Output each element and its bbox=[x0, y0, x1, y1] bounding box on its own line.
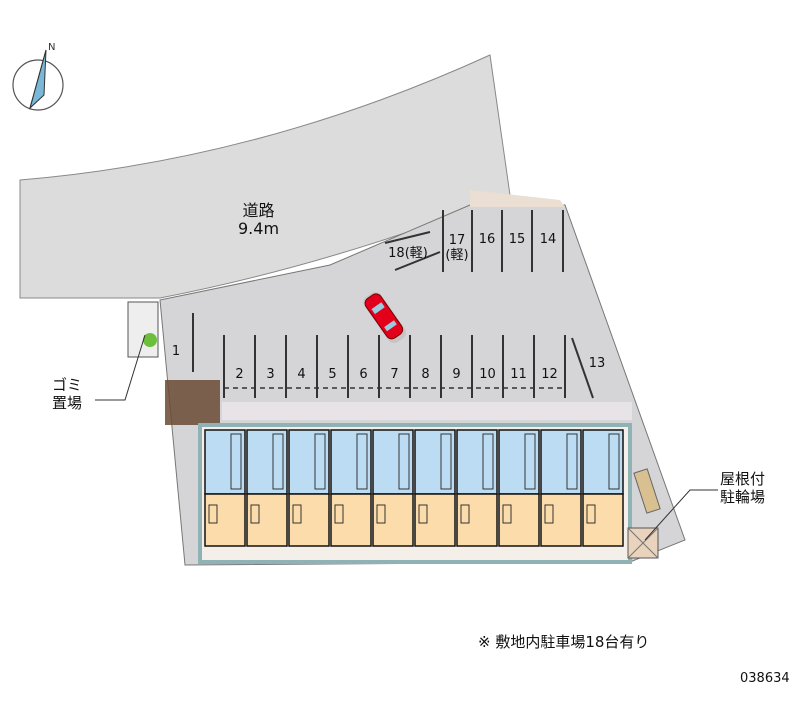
unit-stairs bbox=[230, 433, 242, 490]
road bbox=[19, 54, 511, 299]
parking-space-number: 14 bbox=[540, 232, 557, 247]
parking-space-number: 3 bbox=[266, 367, 274, 382]
unit-room bbox=[330, 493, 372, 547]
bicycle-rack bbox=[633, 468, 661, 514]
garbage-label-line2: 置場 bbox=[52, 394, 83, 412]
unit-furniture bbox=[418, 504, 428, 524]
apartment-unit bbox=[498, 429, 540, 547]
apartment-unit bbox=[288, 429, 330, 547]
unit-wet-area bbox=[414, 429, 456, 495]
apartment-unit bbox=[372, 429, 414, 547]
unit-room bbox=[372, 493, 414, 547]
parking-space-number: 17 bbox=[449, 233, 466, 248]
unit-room bbox=[582, 493, 624, 547]
walkway bbox=[222, 402, 632, 420]
parking-space-number: 12 bbox=[541, 367, 558, 382]
unit-stairs bbox=[398, 433, 410, 490]
unit-wet-area bbox=[498, 429, 540, 495]
parking-space-number: 15 bbox=[509, 232, 526, 247]
unit-furniture bbox=[334, 504, 344, 524]
unit-stairs bbox=[524, 433, 536, 490]
road-name: 道路 bbox=[242, 201, 275, 220]
planting-strip bbox=[470, 190, 565, 207]
garbage-area bbox=[127, 301, 159, 358]
unit-wet-area bbox=[540, 429, 582, 495]
bicycle-label: 屋根付 駐輪場 bbox=[720, 470, 765, 506]
parking-stall-line bbox=[571, 337, 594, 399]
unit-wet-area bbox=[204, 429, 246, 495]
unit-stairs bbox=[356, 433, 368, 490]
unit-furniture bbox=[460, 504, 470, 524]
unit-wet-area bbox=[246, 429, 288, 495]
unit-room bbox=[456, 493, 498, 547]
parking-space-number: 5 bbox=[328, 367, 336, 382]
unit-stairs bbox=[440, 433, 452, 490]
apartment-unit bbox=[204, 429, 246, 547]
parking-space-number: 9 bbox=[452, 367, 460, 382]
parking-space-number: 4 bbox=[297, 367, 305, 382]
unit-room bbox=[540, 493, 582, 547]
unit-stairs bbox=[272, 433, 284, 490]
unit-wet-area bbox=[372, 429, 414, 495]
unit-furniture bbox=[544, 504, 554, 524]
parking-stall-line bbox=[394, 251, 441, 271]
apartment-unit bbox=[540, 429, 582, 547]
parking-note: ※ 敷地内駐車場18台有り bbox=[478, 633, 650, 651]
parking-space-number: 10 bbox=[479, 367, 496, 382]
parking-space-number: (軽) bbox=[445, 248, 468, 263]
apartment-building bbox=[198, 423, 632, 564]
apartment-unit bbox=[414, 429, 456, 547]
unit-furniture bbox=[292, 504, 302, 524]
compass-icon: N bbox=[12, 42, 64, 111]
property-id: 038634 bbox=[740, 671, 790, 686]
unit-stairs bbox=[482, 433, 494, 490]
unit-furniture bbox=[502, 504, 512, 524]
unit-furniture bbox=[376, 504, 386, 524]
bicycle-leader-line bbox=[644, 489, 718, 541]
parking-space-number: 7 bbox=[390, 367, 398, 382]
bicycle-label-line1: 屋根付 bbox=[720, 470, 766, 488]
compass-north-label: N bbox=[48, 42, 55, 53]
unit-room bbox=[288, 493, 330, 547]
unit-room bbox=[414, 493, 456, 547]
apartment-unit bbox=[330, 429, 372, 547]
bicycle-label-line2: 駐輪場 bbox=[720, 488, 766, 506]
unit-wet-area bbox=[288, 429, 330, 495]
unit-wet-area bbox=[582, 429, 624, 495]
unit-room bbox=[498, 493, 540, 547]
parking-space-number: 1 bbox=[172, 344, 180, 359]
apartment-unit bbox=[582, 429, 624, 547]
parking-space-number: 8 bbox=[421, 367, 429, 382]
unit-furniture bbox=[586, 504, 596, 524]
garbage-label-line1: ゴミ bbox=[52, 376, 83, 394]
unit-wet-area bbox=[330, 429, 372, 495]
parking-space-number: 11 bbox=[510, 367, 527, 382]
parking-space-number: 2 bbox=[235, 367, 243, 382]
parking-stall-line bbox=[384, 231, 431, 244]
unit-furniture bbox=[208, 504, 218, 524]
tree-icon bbox=[143, 333, 157, 347]
unit-stairs bbox=[608, 433, 620, 490]
car-icon bbox=[363, 292, 406, 344]
unit-furniture bbox=[250, 504, 260, 524]
road-label: 道路 9.4m bbox=[238, 202, 279, 238]
road-width: 9.4m bbox=[238, 219, 280, 238]
unit-stairs bbox=[566, 433, 578, 490]
unit-room bbox=[246, 493, 288, 547]
parking-space-number: 18(軽) bbox=[388, 246, 428, 261]
unit-stairs bbox=[314, 433, 326, 490]
parking-space-number: 6 bbox=[359, 367, 367, 382]
apartment-unit bbox=[456, 429, 498, 547]
garbage-leader-line bbox=[95, 334, 146, 401]
garbage-label: ゴミ 置場 bbox=[52, 376, 82, 412]
apartment-unit bbox=[246, 429, 288, 547]
parking-space-number: 13 bbox=[589, 356, 606, 371]
unit-room bbox=[204, 493, 246, 547]
unit-wet-area bbox=[456, 429, 498, 495]
tiled-area bbox=[165, 380, 220, 425]
parking-space-number: 16 bbox=[479, 232, 496, 247]
